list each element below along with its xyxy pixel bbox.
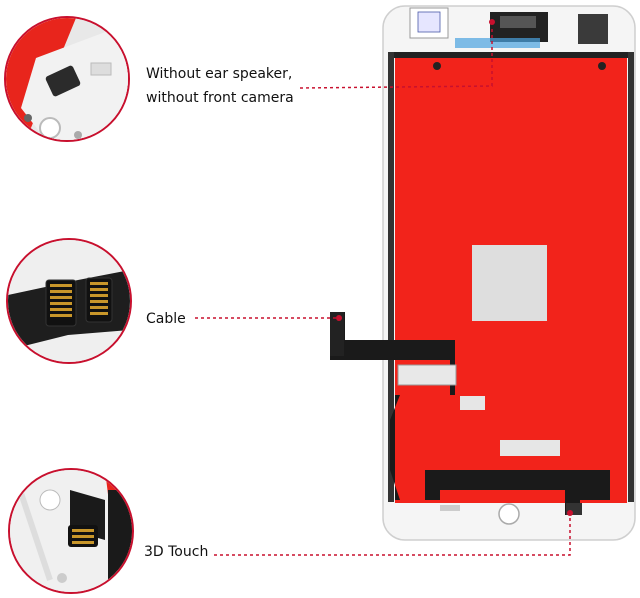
cable-sticker bbox=[397, 364, 457, 386]
zoom-circle-3d-touch bbox=[8, 468, 134, 594]
label-ear-speaker-line1: Without ear speaker, bbox=[146, 66, 293, 82]
leader-3d-touch bbox=[214, 515, 571, 556]
top-chip bbox=[578, 14, 608, 44]
label-3d-touch-line1: 3D Touch bbox=[144, 544, 209, 560]
leader-ear-speaker bbox=[299, 26, 493, 89]
zoom-circle-cable bbox=[6, 238, 132, 364]
label-3d-touch: 3D Touch bbox=[144, 540, 208, 564]
zoom-3d-touch-image bbox=[10, 470, 132, 592]
label-ear-speaker: Without ear speaker, without front camer… bbox=[146, 62, 294, 110]
flex-cable bbox=[330, 312, 610, 515]
zoom-circle-ear-speaker bbox=[4, 16, 130, 142]
zoom-cable-image bbox=[8, 240, 130, 362]
home-button-hole bbox=[498, 503, 520, 525]
label-cable-line1: Cable bbox=[146, 311, 186, 327]
leader-lines bbox=[195, 26, 571, 556]
label-cable: Cable bbox=[146, 307, 186, 331]
center-shield bbox=[472, 245, 547, 321]
zoom-ear-speaker-image bbox=[6, 18, 128, 140]
label-ear-speaker-line2: without front camera bbox=[146, 90, 294, 106]
